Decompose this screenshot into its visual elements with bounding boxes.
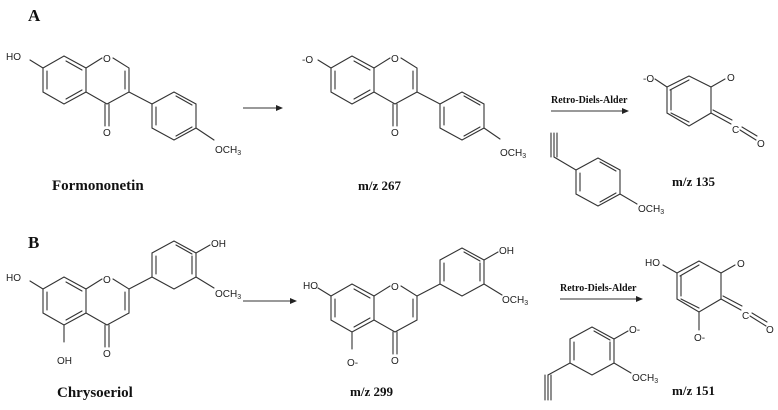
neutral-loss-a-structure: [550, 132, 638, 207]
chrysoeriol-ring-oxygen: O: [103, 275, 111, 286]
chrysoeriol-structure: [29, 240, 215, 348]
ion-299-hydroxyl-4p: OH: [499, 246, 514, 257]
fragment-135-phenoxide: -O: [643, 74, 654, 85]
panel-label-b: B: [28, 233, 39, 252]
fragment-135-ketene-carbon: C: [732, 125, 739, 136]
ion-299-carbonyl-oxygen: O: [391, 356, 399, 367]
mz-label-267: m/z 267: [358, 178, 401, 193]
chrysoeriol-hydroxyl-5: OH: [57, 356, 72, 367]
formononetin-methoxy: OCH3: [215, 145, 241, 157]
ion-299-hydroxyl-7: HO: [303, 281, 318, 292]
ion-267-ring-oxygen: O: [391, 54, 399, 65]
neutral-loss-b-methoxy: OCH3: [632, 373, 658, 385]
ion-267-phenoxide: -O: [302, 55, 313, 66]
formononetin-carbonyl-oxygen: O: [103, 128, 111, 139]
ion-299-structure: [317, 247, 503, 355]
ion-299-ring-oxygen: O: [391, 282, 399, 293]
chrysoeriol-carbonyl-oxygen: O: [103, 349, 111, 360]
formononetin-structure: [29, 55, 215, 141]
fragment-135-carbonyl-oxygen: O: [727, 73, 735, 84]
compound-name-chrysoeriol: Chrysoeriol: [57, 385, 133, 401]
mz-label-135: m/z 135: [672, 174, 715, 189]
ion-267-methoxy: OCH3: [500, 148, 526, 160]
fragment-151-ketene-carbon: C: [742, 311, 749, 322]
chrysoeriol-hydroxyl-4p: OH: [211, 239, 226, 250]
ion-267-carbonyl-oxygen: O: [391, 128, 399, 139]
formononetin-hydroxyl: HO: [6, 52, 21, 63]
chrysoeriol-methoxy: OCH3: [215, 289, 241, 301]
neutral-loss-a-methoxy: OCH3: [638, 204, 664, 216]
panel-label-a: A: [28, 6, 41, 25]
fragment-151-carbonyl-oxygen: O: [737, 259, 745, 270]
rda-label-b: Retro-Diels-Alder: [560, 283, 637, 294]
fragment-151-ketene-oxygen: O: [766, 325, 774, 336]
chrysoeriol-hydroxyl-7: HO: [6, 273, 21, 284]
formononetin-ring-oxygen: O: [103, 54, 111, 65]
ion-267-structure: [317, 55, 501, 141]
rda-label-a: Retro-Diels-Alder: [551, 95, 628, 106]
fragment-151-phenoxide: O-: [694, 333, 705, 344]
mz-label-151: m/z 151: [672, 383, 715, 398]
neutral-loss-b-phenoxide: O-: [629, 325, 640, 336]
fragment-151-structure: [662, 260, 768, 331]
mz-label-299: m/z 299: [350, 384, 393, 399]
fragment-135-ketene-oxygen: O: [757, 139, 765, 150]
compound-name-formononetin: Formononetin: [52, 178, 144, 194]
fragment-151-hydroxyl: HO: [645, 258, 660, 269]
ion-299-phenoxide-5: O-: [347, 358, 358, 369]
ion-299-methoxy: OCH3: [502, 295, 528, 307]
fragment-135-structure: [654, 75, 758, 141]
neutral-loss-b-structure: [544, 326, 632, 401]
